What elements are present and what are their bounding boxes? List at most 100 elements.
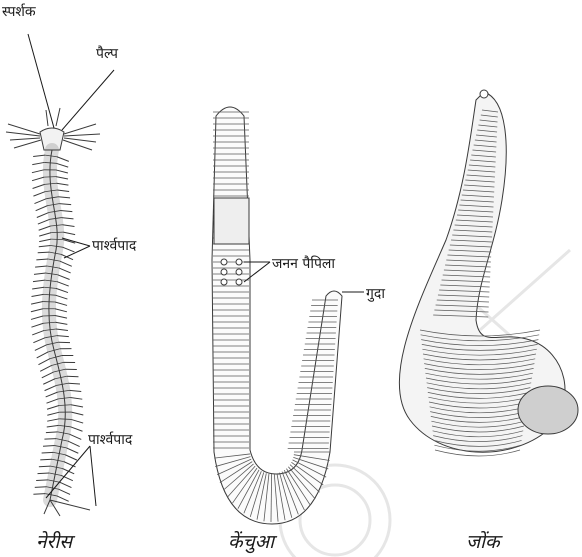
parapodium [39,466,51,467]
parapodium [32,287,44,289]
parapodium [55,295,67,299]
parapodium [37,352,49,358]
parapodium [33,338,45,343]
parapodium [47,419,59,421]
parapodium [46,392,58,397]
parapodium [56,177,68,179]
parapodium [65,455,77,460]
parapodium [64,462,76,467]
label-pailp: पैल्प [96,44,118,63]
parapodium [32,177,44,181]
leech-posterior-sucker [518,386,578,434]
parapodium [31,323,43,327]
parapodium [60,211,72,212]
parapodium [63,232,75,234]
parapodium [55,302,67,305]
parapodium [36,480,48,481]
parapodium [68,441,80,446]
parapodium [56,288,68,292]
parapodium [60,482,72,487]
parapodium [34,273,46,274]
parapodium [39,226,51,230]
parapodium [39,233,51,237]
parapodium [36,259,48,260]
parapodium [67,448,79,453]
parapodium [35,345,47,351]
label-sparshak: स्पर्शक [2,2,36,21]
parapodium [33,184,45,188]
parapodium [32,162,44,164]
parapodium [33,155,45,156]
parapodium [60,261,72,266]
nereis-figure [6,108,100,516]
parapodium [45,385,57,390]
parapodium [38,473,50,474]
parapodium [59,204,71,205]
parapodium [33,192,45,197]
parapodium [69,390,81,391]
parapodium [39,245,51,246]
parapodium [55,316,67,319]
parapodium [43,379,55,385]
parapodium [31,309,43,312]
parapodium [58,275,70,280]
body-segment [51,232,63,233]
parapodium [59,268,71,273]
parapodium [57,157,69,162]
parapodium [38,359,50,365]
parapodium [47,406,59,410]
label-parshvapad-lower: पार्श्वपाद [88,430,132,449]
parapodium [70,398,82,400]
caption-nereis: नेरीस [36,528,72,554]
parapodium [38,219,50,224]
parapodium [71,419,83,423]
parapodium [56,163,68,167]
parapodium [36,206,48,211]
parapodium [56,170,68,173]
parapodium [57,282,69,286]
parapodium [55,322,67,324]
parapodium [47,412,59,415]
leech-anterior-sucker [480,90,488,98]
parapodium [33,280,45,282]
parapodium [68,383,80,384]
parapodium [47,399,59,403]
parapodium [56,183,68,185]
parapodium [42,452,54,453]
label-guda: गुदा [366,284,385,303]
parapodium [32,170,44,173]
parapodium [38,252,50,253]
parapodium [63,225,75,227]
parapodium [35,266,47,267]
caption-jonk: जोंक [466,528,500,554]
caption-kenchua: केंचुआ [228,528,274,554]
parapodium [43,446,55,447]
parapodium [58,197,70,198]
parapodium [71,405,83,407]
parapodium [55,309,67,312]
parapodium [40,459,52,460]
parapodium [37,213,49,218]
parapodium [31,302,43,305]
parapodium [62,218,74,219]
label-parshvapad-upper: पार्श्वपाद [92,236,136,255]
parapodium [32,294,44,296]
label-janan-papila: जनन पैपिला [272,254,335,273]
parapodium [57,336,69,337]
parapodium [71,412,83,415]
parapodium [56,329,68,331]
parapodium [33,494,45,495]
earthworm-figure [212,107,342,524]
parapodium [58,489,70,494]
parapodium [31,316,43,319]
parapodium [47,425,59,427]
parapodium [57,496,69,501]
parapodium [40,365,52,371]
parapodium [42,372,54,378]
parapodium [35,487,47,488]
parapodium [71,427,83,431]
leech-figure [399,90,578,456]
body-segment [44,177,56,178]
parapodium [57,190,69,191]
